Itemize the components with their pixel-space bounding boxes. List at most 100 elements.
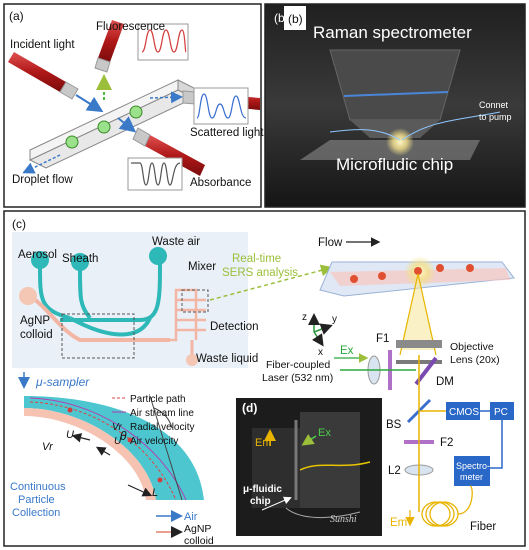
stage-frame bbox=[300, 412, 360, 508]
panel-c-tag: (c) bbox=[12, 217, 26, 231]
panel-d-brand: Sunshi bbox=[330, 514, 357, 525]
particle-path bbox=[29, 401, 177, 501]
aerosol-label: Aerosol bbox=[18, 249, 57, 261]
pc-link bbox=[490, 420, 503, 469]
em-label: Em bbox=[390, 517, 407, 529]
scattered-light-plot bbox=[193, 87, 249, 125]
detection-box bbox=[181, 289, 209, 313]
laser-spot bbox=[386, 128, 414, 156]
particle-label: Particle bbox=[18, 494, 55, 506]
spectrometer-label: Spectro- bbox=[456, 461, 490, 471]
absorbance-detector-rod bbox=[117, 116, 205, 176]
sampler-legend: Particle path Air stream line Vr Radial … bbox=[112, 394, 194, 447]
cable bbox=[285, 507, 361, 519]
sampler-agnp-channel bbox=[24, 408, 156, 500]
theta-symbol: θ bbox=[120, 429, 127, 443]
fiber-laser-wavelength-label: Laser (532 nm) bbox=[262, 372, 333, 384]
particle bbox=[378, 272, 386, 280]
axis-y-label: y bbox=[332, 314, 337, 325]
incident-light-label: Incident light bbox=[10, 39, 75, 51]
panel-d-tag: (d) bbox=[242, 401, 257, 415]
legend-air-stream: Air stream line bbox=[130, 408, 194, 419]
f1-label: F1 bbox=[376, 333, 389, 345]
vr-arrow bbox=[95, 446, 111, 456]
u-arrow bbox=[71, 433, 91, 443]
legend-radial-velocity: Radial velocity bbox=[130, 422, 194, 433]
cmos-box bbox=[446, 402, 480, 420]
tubing bbox=[401, 111, 501, 141]
fiber-laser-label: Fiber-coupled bbox=[266, 359, 330, 371]
sers-analysis-label: SERS analysis bbox=[222, 267, 298, 279]
agnp-out-label: AgNP bbox=[184, 523, 211, 535]
pc-label: PC bbox=[494, 407, 508, 418]
particle bbox=[350, 275, 358, 283]
droplet bbox=[65, 135, 79, 149]
waste-air-outlet bbox=[149, 247, 167, 265]
cmos-label: CMOS bbox=[449, 407, 479, 418]
mixer-channel bbox=[170, 288, 206, 342]
agnp-inlet bbox=[19, 287, 37, 305]
panel-d-chip-label-2: chip bbox=[250, 496, 271, 507]
fluorescence-label: Fluorescence bbox=[96, 21, 165, 33]
droplet bbox=[97, 120, 111, 134]
objective-lens bbox=[396, 340, 442, 348]
sampler-zoom-box bbox=[61, 313, 135, 359]
blue-ring bbox=[343, 91, 449, 97]
connect-label: Connet bbox=[479, 100, 509, 110]
pc-box bbox=[490, 402, 514, 420]
axis-z-label: z bbox=[302, 312, 307, 323]
colloid-label: colloid bbox=[20, 329, 53, 341]
droplet bbox=[129, 105, 143, 119]
sheath-label: Sheath bbox=[62, 253, 98, 265]
incident-laser-rod bbox=[8, 52, 104, 113]
axes-icon bbox=[308, 313, 333, 347]
realtime-label: Real-time bbox=[232, 253, 281, 265]
objective-mag-label: Lens (20x) bbox=[450, 354, 500, 366]
continuous-label: Continuous bbox=[10, 481, 66, 493]
particle bbox=[157, 477, 163, 483]
panel-a: (a) bbox=[3, 3, 264, 208]
particle bbox=[67, 407, 73, 413]
beam-cone bbox=[400, 274, 436, 350]
panel-a-tag: (a) bbox=[9, 9, 24, 23]
scattered-light-label: Scattered light bbox=[190, 127, 264, 139]
droplet-flow-arrow bbox=[22, 154, 61, 174]
mixer-label: Mixer bbox=[188, 261, 216, 273]
particle bbox=[414, 267, 422, 275]
chip-label: Microfludic chip bbox=[336, 155, 453, 174]
l-symbol: L bbox=[152, 487, 158, 499]
legend-air-velocity: Air velocity bbox=[130, 436, 178, 447]
ex-label: Ex bbox=[340, 345, 354, 357]
ex-in-arrow bbox=[301, 434, 317, 446]
detection-label: Detection bbox=[210, 321, 259, 333]
u-symbol: U bbox=[66, 429, 74, 441]
spectrometer-box bbox=[454, 456, 490, 486]
panel-d-ex-label: Ex bbox=[318, 427, 331, 439]
collection-label: Collection bbox=[12, 507, 60, 519]
raman-title: Raman spectrometer bbox=[313, 23, 472, 42]
agnp-channel bbox=[28, 294, 170, 342]
legend-u-symbol: U bbox=[114, 436, 122, 447]
panel-d-chip-label: μ-fluidic bbox=[243, 484, 282, 495]
spectrometer-label-2: meter bbox=[460, 472, 483, 482]
absorbance-label: Absorbance bbox=[190, 177, 251, 189]
fluorescence-detector-rod bbox=[94, 20, 124, 100]
sampler-air-channel bbox=[24, 396, 204, 500]
bs-label: BS bbox=[386, 419, 402, 431]
panel-d-em-label: Em bbox=[255, 437, 272, 449]
dm-label: DM bbox=[436, 376, 454, 388]
objective-label: Objective bbox=[450, 341, 494, 353]
agnp-out-colloid-label: colloid bbox=[184, 535, 214, 547]
sheath-inlet bbox=[71, 253, 89, 271]
vr-symbol: Vr bbox=[42, 441, 54, 453]
fluorescence-plot bbox=[137, 23, 189, 61]
particle bbox=[436, 264, 444, 272]
panel-d: (d) Em Ex μ-fluidic chip Sunshi bbox=[236, 398, 382, 536]
air-stream-line bbox=[29, 397, 187, 501]
chip-pointer bbox=[261, 496, 292, 511]
mu-sampler-label: μ-sampler bbox=[35, 375, 90, 389]
f2-label: F2 bbox=[440, 437, 453, 449]
legend-vr-symbol: Vr bbox=[112, 422, 122, 433]
absorbance-plot bbox=[127, 157, 183, 191]
